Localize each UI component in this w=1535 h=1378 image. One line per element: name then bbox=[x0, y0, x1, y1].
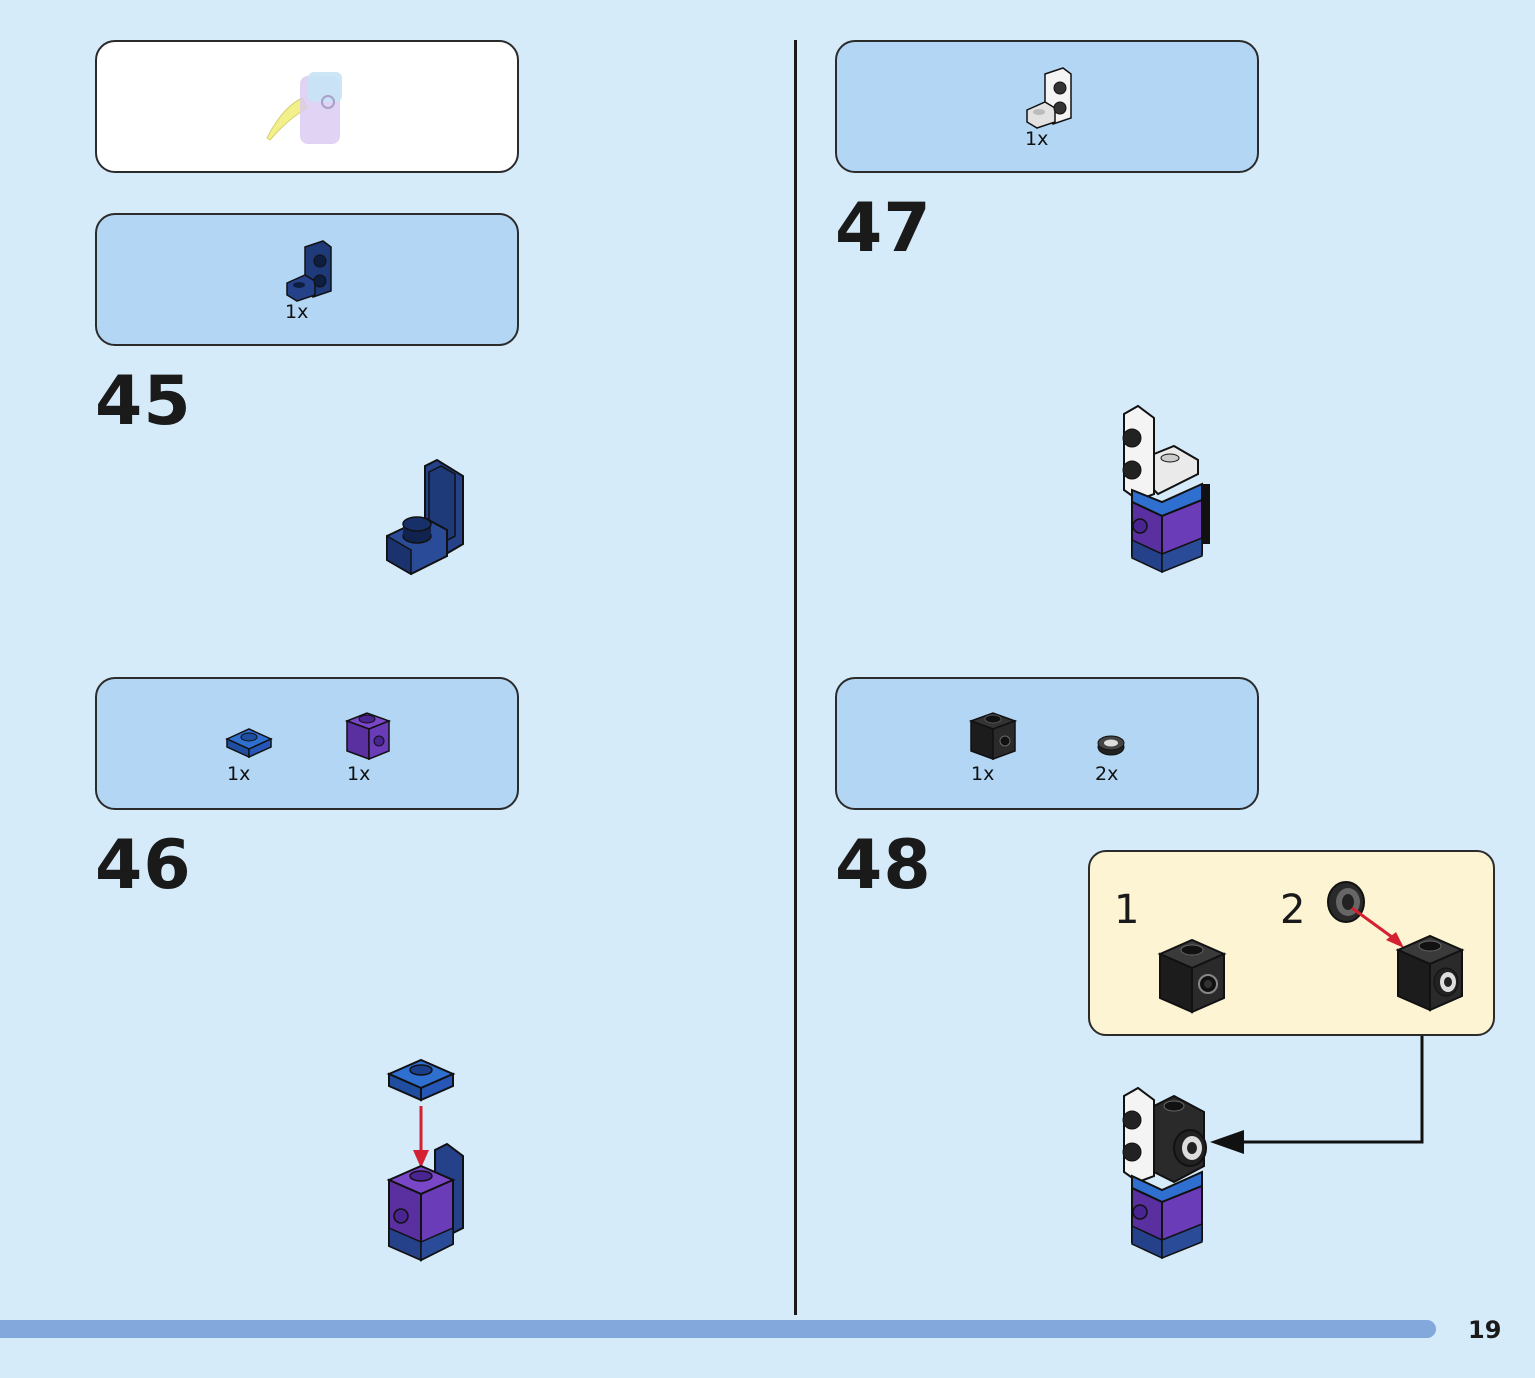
purple-brick-studded-icon bbox=[344, 712, 392, 761]
horn-helmet-preview-icon bbox=[266, 72, 342, 144]
black-round-tile-icon bbox=[1097, 735, 1125, 756]
step-number: 45 bbox=[95, 362, 192, 441]
page-number: 19 bbox=[1468, 1316, 1502, 1344]
blue-plate-1x1-icon bbox=[225, 728, 273, 759]
previous-build-preview-box bbox=[95, 40, 519, 173]
step-46-model-icon bbox=[386, 1058, 464, 1262]
part-qty-label: 1x bbox=[1025, 128, 1049, 150]
step-48-model-icon bbox=[1122, 1086, 1207, 1260]
part-qty-label: 1x bbox=[227, 763, 251, 785]
step-number: 47 bbox=[835, 189, 932, 268]
substep-number: 1 bbox=[1114, 887, 1140, 933]
step-number: 48 bbox=[835, 826, 932, 905]
sub-assembly-callout: 1 2 bbox=[1088, 850, 1495, 1036]
white-bracket-icon bbox=[1026, 67, 1072, 129]
step-45-model-icon bbox=[386, 458, 464, 576]
step-47-parts-box: 1x bbox=[835, 40, 1259, 173]
footer-bar bbox=[0, 1320, 1436, 1338]
step-47-model-icon bbox=[1122, 404, 1210, 574]
step-number: 46 bbox=[95, 826, 192, 905]
step-45-parts-box: 1x bbox=[95, 213, 519, 346]
part-qty-label: 1x bbox=[971, 763, 995, 785]
black-brick-studded-icon bbox=[968, 712, 1018, 761]
step-46-parts-box: 1x 1x bbox=[95, 677, 519, 810]
substep-number: 2 bbox=[1280, 887, 1306, 933]
part-qty-label: 1x bbox=[347, 763, 371, 785]
step-48-parts-box: 1x 2x bbox=[835, 677, 1259, 810]
tile-attach-assembly-icon bbox=[1327, 881, 1465, 1012]
part-qty-label: 1x bbox=[285, 301, 309, 323]
column-divider bbox=[794, 40, 797, 1315]
black-brick-studded-icon bbox=[1157, 938, 1227, 1014]
part-qty-label: 2x bbox=[1095, 763, 1119, 785]
dark-blue-bracket-icon bbox=[286, 240, 332, 302]
callout-arrow-icon bbox=[1210, 1036, 1424, 1154]
